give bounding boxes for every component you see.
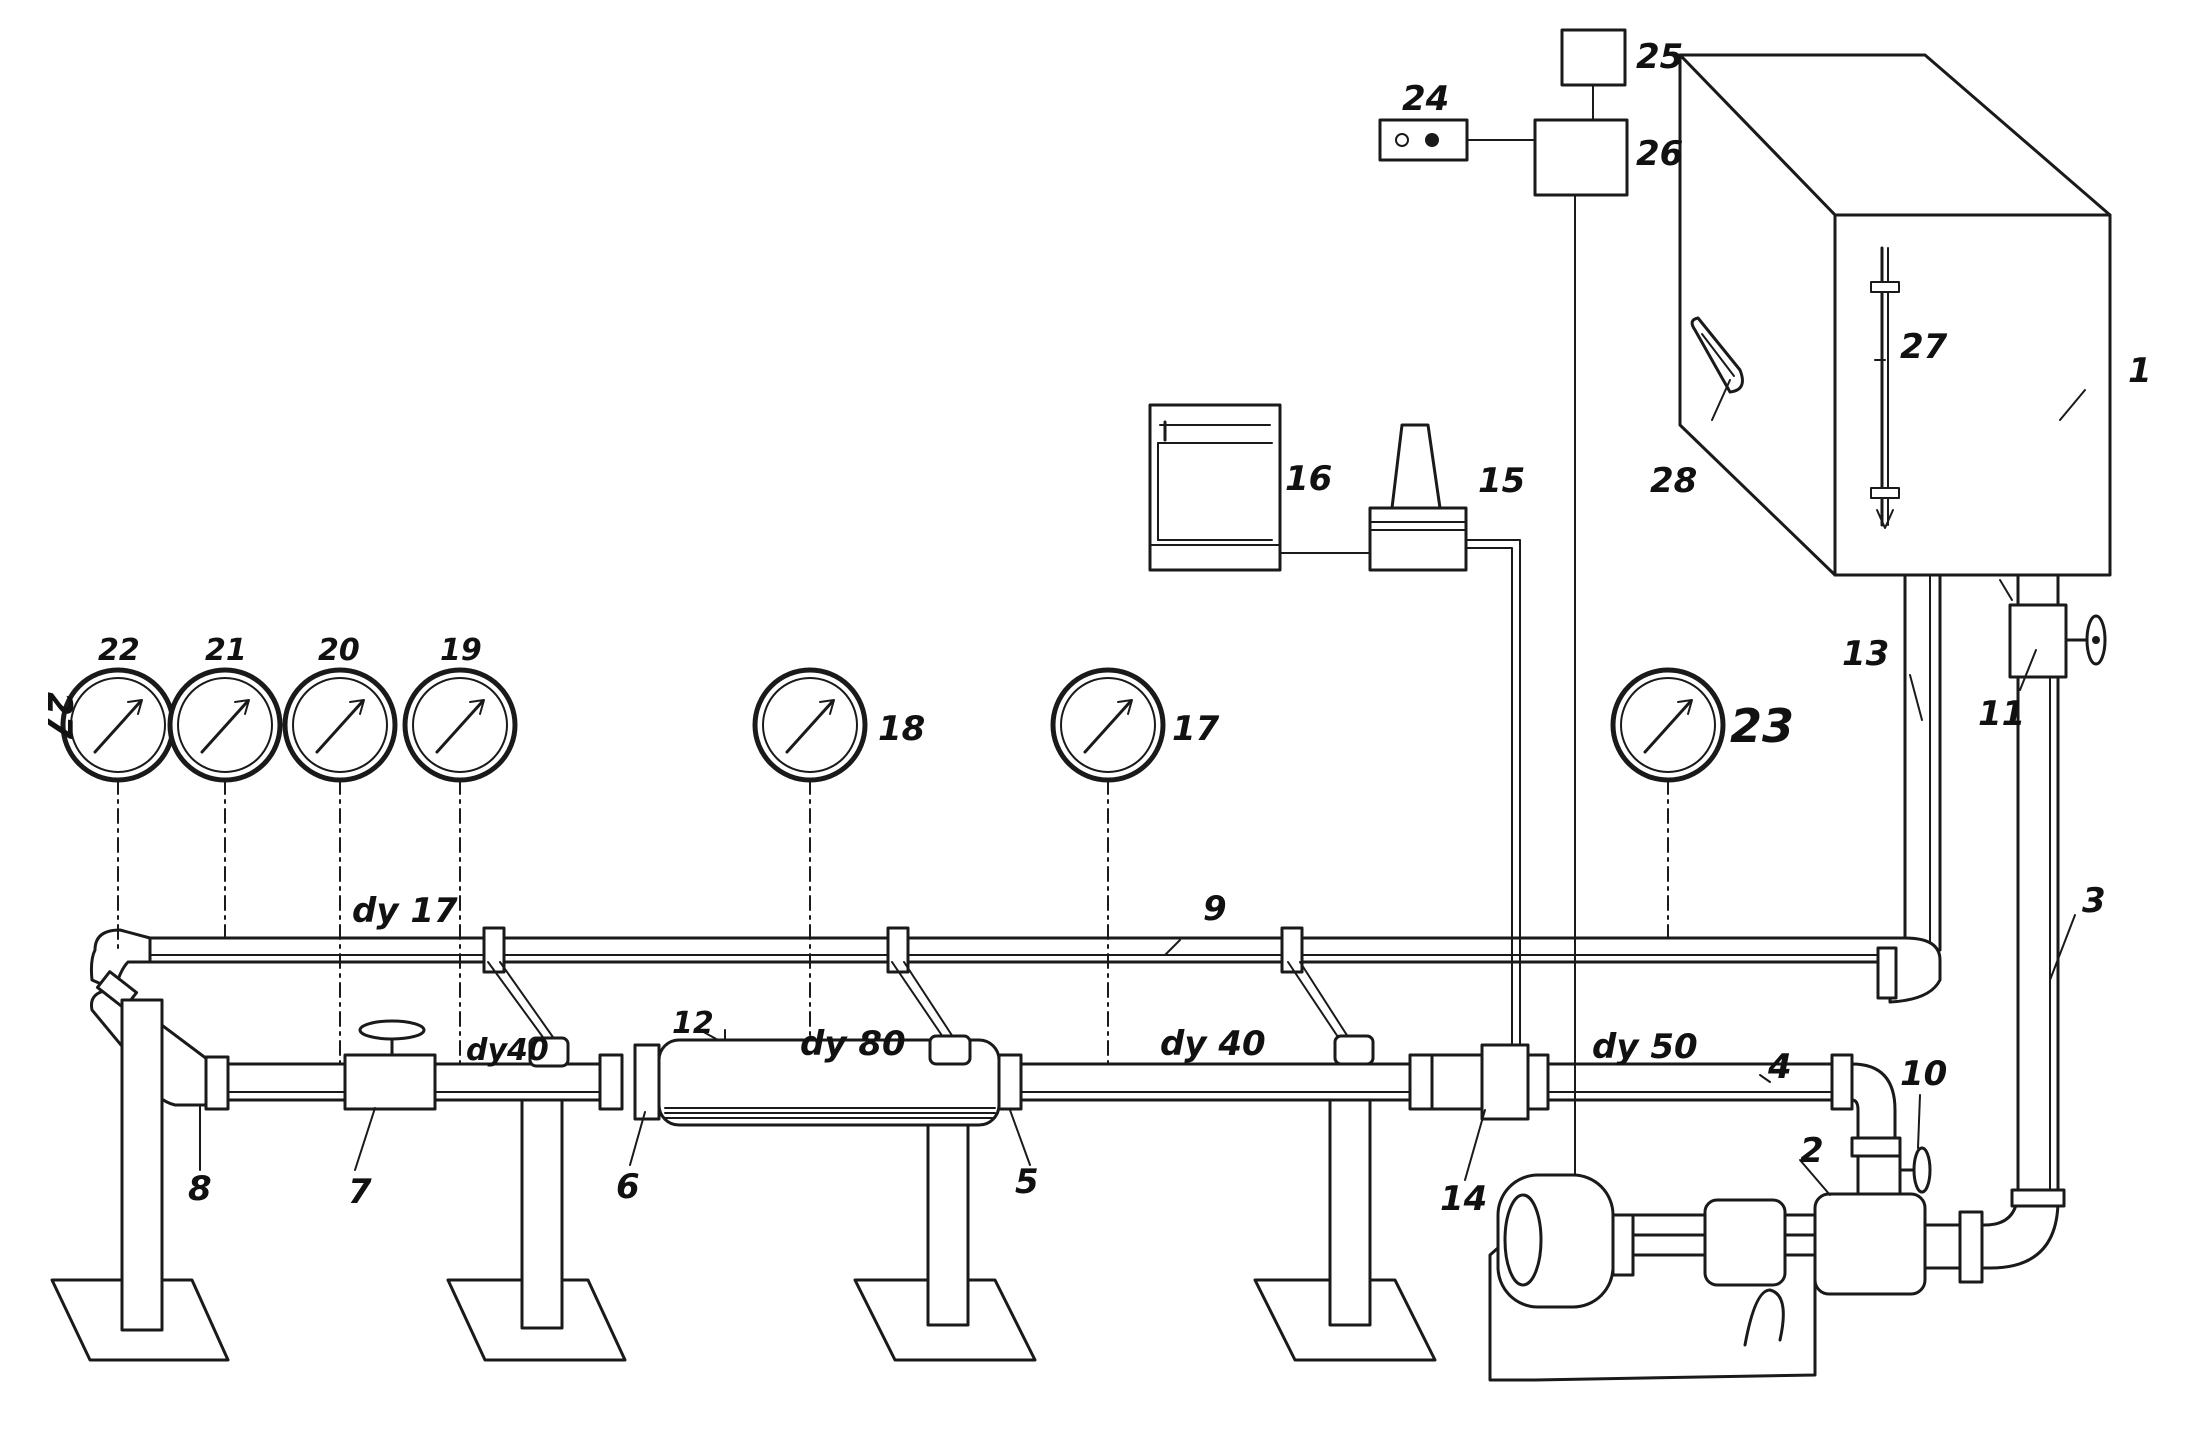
pressure-gauge-17 — [1050, 667, 1166, 1065]
motor-unit — [1488, 1173, 1817, 1382]
label-4: 4 — [1767, 1047, 1792, 1087]
label-9: 9 — [1203, 889, 1227, 929]
support-3 — [853, 961, 1037, 1362]
label-21: 21 — [205, 633, 247, 668]
label-20: 20 — [318, 633, 360, 668]
tank-1 — [1678, 53, 2112, 577]
pressure-gauge-20 — [282, 667, 398, 1065]
label-2: 2 — [1800, 1131, 1824, 1171]
label-27-rotated: 27 — [39, 692, 79, 740]
indicator-light-icon — [1395, 133, 1409, 147]
pipe-size-labels: dy 17 dy40 dy 80 dy 40 dy 50 — [352, 891, 1698, 1068]
label-22: 22 — [98, 633, 140, 668]
bypass-line-9 — [148, 926, 1942, 1004]
thermometer-28 — [1690, 316, 1744, 421]
valve-11 — [2064, 614, 2107, 666]
device-25 — [1560, 28, 1627, 87]
label-12: 12 — [672, 1006, 714, 1041]
label-13: 13 — [1842, 634, 1889, 674]
label-24: 24 — [1402, 79, 1449, 119]
label-10: 10 — [1900, 1054, 1947, 1094]
label-5: 5 — [1015, 1162, 1039, 1202]
return-pipe-13 — [1903, 573, 1942, 952]
pressure-gauge-23 — [1610, 667, 1726, 939]
label-15: 15 — [1478, 461, 1525, 501]
pipe-size-dy40-mid: dy 40 — [1160, 1024, 1266, 1064]
label-28: 28 — [1650, 461, 1697, 501]
label-27: 27 — [1900, 327, 1948, 367]
pipe-size-dy17: dy 17 — [352, 891, 458, 931]
control-panel-24 — [1378, 118, 1469, 162]
pump-2 — [1813, 1146, 1984, 1296]
label-3: 3 — [2082, 881, 2106, 921]
label-26: 26 — [1636, 134, 1683, 174]
support-4 — [1253, 961, 1437, 1362]
label-14: 14 — [1440, 1179, 1487, 1219]
label-25: 25 — [1636, 37, 1683, 77]
label-11: 11 — [1978, 694, 2025, 734]
indicator-light-icon — [1425, 133, 1439, 147]
label-1: 1 — [2128, 351, 2152, 391]
support-2 — [446, 961, 627, 1362]
label-19: 19 — [440, 633, 482, 668]
label-6: 6 — [616, 1167, 640, 1207]
pressure-gauge-21 — [167, 667, 283, 939]
sensor-15 — [1279, 423, 1521, 1056]
label-16: 16 — [1285, 459, 1332, 499]
label-23: 23 — [1730, 699, 1794, 753]
pipe-size-dy50: dy 50 — [1592, 1027, 1698, 1067]
recorder-16 — [1148, 403, 1282, 572]
support-1 — [50, 998, 230, 1362]
pressure-gauge-19 — [402, 667, 518, 1065]
valve-7 — [343, 1053, 437, 1111]
pressure-gauge-18 — [752, 667, 868, 1041]
leader-lines — [199, 359, 2086, 1196]
supply-pipe-3 — [1958, 573, 2068, 1270]
pipe-size-dy40-left: dy40 — [466, 1033, 549, 1068]
control-unit-group — [1378, 28, 1629, 1181]
valve-10 — [1856, 1154, 1902, 1196]
label-18: 18 — [878, 709, 925, 749]
pipe-size-dy80: dy 80 — [800, 1024, 906, 1064]
device-26 — [1533, 118, 1629, 197]
number-labels: 1 2 3 4 5 6 7 8 9 10 11 12 13 14 15 16 1… — [39, 37, 2152, 1219]
label-7: 7 — [348, 1172, 372, 1212]
label-17: 17 — [1172, 709, 1220, 749]
level-gauge-27 — [1870, 246, 1900, 529]
label-8: 8 — [188, 1169, 212, 1209]
